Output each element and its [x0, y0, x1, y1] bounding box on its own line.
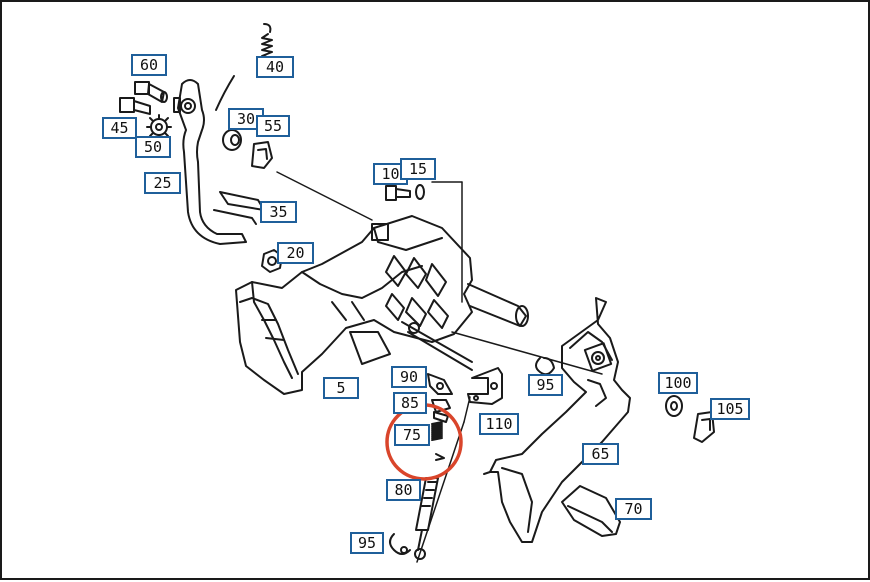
callout-65[interactable]: 65 [582, 443, 619, 465]
callout-100[interactable]: 100 [658, 372, 698, 394]
callout-5[interactable]: 5 [323, 377, 359, 399]
washer-100 [665, 395, 683, 417]
callout-90[interactable]: 90 [391, 366, 427, 388]
pedal-65 [483, 297, 631, 543]
bolt-10-washer-15 [385, 184, 425, 201]
callout-105[interactable]: 105 [710, 398, 750, 420]
callout-45[interactable]: 45 [102, 117, 137, 139]
lever-25 [173, 79, 247, 245]
bracket-5 [235, 215, 529, 395]
clip-55 [251, 141, 273, 169]
bracket-110 [467, 367, 503, 405]
nut-20 [261, 249, 283, 273]
callout-15[interactable]: 15 [400, 158, 436, 180]
pedal-pad-70 [561, 485, 621, 537]
callout-85[interactable]: 85 [393, 392, 427, 414]
leader-lines [276, 171, 603, 563]
callout-50[interactable]: 50 [135, 136, 171, 158]
callout-35[interactable]: 35 [260, 201, 297, 223]
pad-35 [213, 191, 265, 225]
callout-75[interactable]: 75 [394, 424, 430, 446]
callout-25[interactable]: 25 [144, 172, 181, 194]
clip-95-bottom [389, 533, 411, 555]
bushing-30 [222, 129, 242, 151]
clip-95-top [535, 357, 555, 376]
callout-55[interactable]: 55 [256, 115, 290, 137]
star-washer-50 [146, 114, 172, 140]
bolt-60 [134, 81, 168, 103]
callout-80[interactable]: 80 [386, 479, 421, 501]
callout-95-bottom[interactable]: 95 [350, 532, 384, 554]
spring-75 [431, 421, 445, 461]
callout-110[interactable]: 110 [479, 413, 519, 435]
callout-40[interactable]: 40 [256, 56, 294, 78]
bolt-45 [119, 97, 151, 115]
callout-70[interactable]: 70 [615, 498, 652, 520]
callout-95-top[interactable]: 95 [528, 374, 563, 396]
callout-60[interactable]: 60 [131, 54, 167, 76]
clip-90 [427, 373, 453, 395]
callout-30[interactable]: 30 [228, 108, 264, 130]
callout-20[interactable]: 20 [277, 242, 314, 264]
